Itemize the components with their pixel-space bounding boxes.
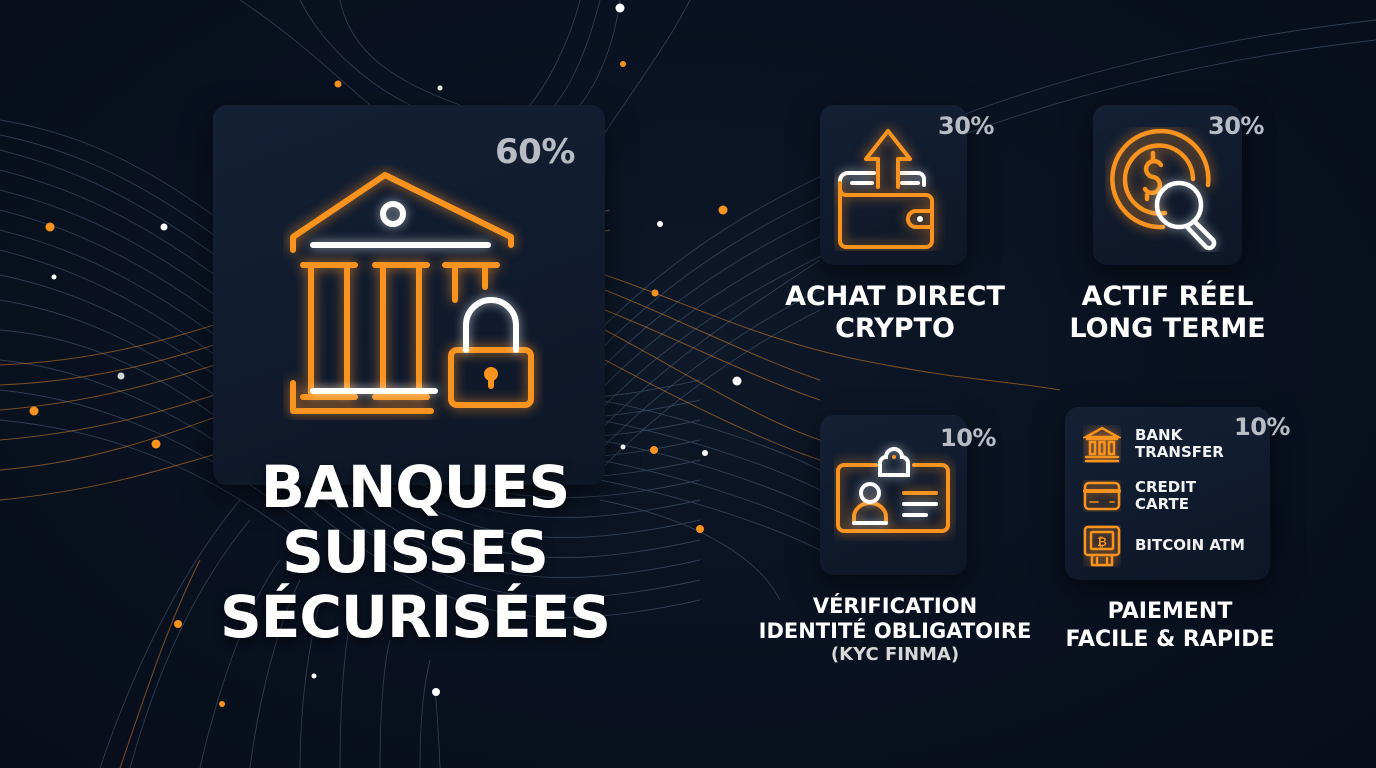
bitcoin-atm-icon: ₿ [1083, 525, 1121, 567]
hero-title: BANQUES SUISSES SÉCURISÉES [195, 455, 635, 650]
bank-with-padlock-icon [290, 172, 534, 414]
credit-card-line-1: CREDIT [1135, 478, 1197, 496]
direct-crypto-label: ACHAT DIRECT CRYPTO [760, 281, 1030, 345]
real-asset-label-line-2: LONG TERME [1069, 312, 1266, 344]
identity-verification-label-line-1: VÉRIFICATION [812, 594, 978, 618]
id-badge-icon [836, 447, 950, 533]
real-asset-percent: 30% [1208, 112, 1264, 140]
payment-label-line-2: FACILE & RAPIDE [1065, 626, 1275, 652]
bank-percent: 60% [495, 132, 575, 172]
direct-crypto-label-line-1: ACHAT DIRECT [785, 281, 1005, 312]
payment-label: PAIEMENT FACILE & RAPIDE [1040, 598, 1300, 653]
hero-title-line-2: SUISSES [282, 517, 549, 586]
direct-crypto-percent: 30% [938, 112, 994, 140]
hero-title-line-3: SÉCURISÉES [219, 582, 611, 651]
svg-text:₿: ₿ [1097, 535, 1107, 549]
bank-hero-card: 60% [213, 105, 605, 485]
real-asset-card [1093, 105, 1242, 265]
payment-card: BANK TRANSFER CREDIT CARTE [1065, 407, 1270, 580]
real-asset-label-line-1: ACTIF RÉEL [1081, 281, 1254, 312]
hero-title-line-1: BANQUES [260, 453, 570, 521]
payment-method-bitcoin-atm: ₿ BITCOIN ATM [1083, 525, 1245, 567]
payment-percent: 10% [1234, 413, 1290, 441]
credit-card-label: CREDIT CARTE [1135, 478, 1197, 514]
bitcoin-atm-label: BITCOIN ATM [1135, 536, 1245, 555]
direct-crypto-label-line-2: CRYPTO [835, 312, 955, 344]
coin-magnifier-icon [1110, 128, 1217, 251]
bank-icon [1083, 426, 1121, 463]
direct-crypto-card [820, 105, 967, 265]
credit-card-icon [1083, 482, 1121, 511]
bank-transfer-label: BANK TRANSFER [1135, 425, 1224, 462]
wallet-arrow-up-icon [838, 129, 934, 249]
bitcoin-atm-line-1: BITCOIN ATM [1135, 536, 1245, 555]
credit-card-line-2: CARTE [1135, 495, 1189, 514]
identity-verification-label-line-2: IDENTITÉ OBLIGATOIRE [758, 619, 1032, 644]
payment-label-line-1: PAIEMENT [1107, 599, 1233, 624]
real-asset-label: ACTIF RÉEL LONG TERME [1035, 281, 1300, 345]
identity-verification-card [820, 415, 967, 575]
bank-transfer-line-2: TRANSFER [1135, 443, 1224, 461]
identity-verification-percent: 10% [940, 424, 996, 452]
identity-verification-label: VÉRIFICATION IDENTITÉ OBLIGATOIRE (KYC F… [740, 594, 1050, 666]
payment-method-credit-card: CREDIT CARTE [1083, 478, 1197, 514]
payment-method-bank-transfer: BANK TRANSFER [1083, 425, 1224, 463]
bank-transfer-line-1: BANK [1135, 425, 1183, 444]
identity-verification-label-line-3: (KYC FINMA) [830, 644, 960, 666]
